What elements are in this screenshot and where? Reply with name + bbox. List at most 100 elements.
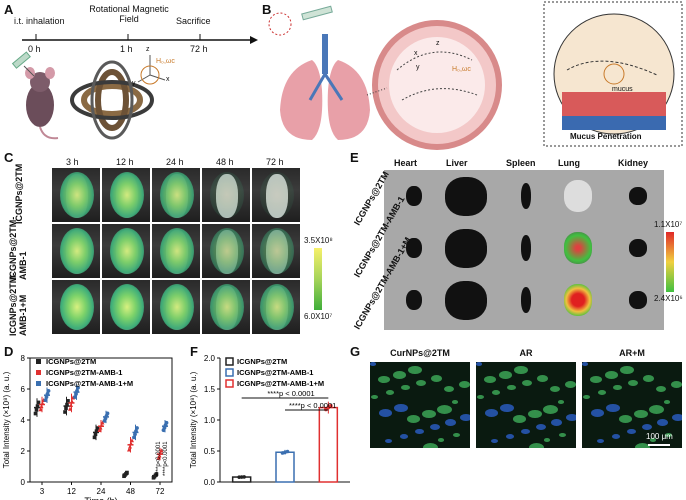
tick-0h: 0 h — [28, 44, 41, 54]
micro-title: AR+M — [619, 348, 645, 358]
y-tick-label: 2.0 — [204, 354, 216, 363]
cell — [605, 371, 618, 379]
cell — [506, 434, 514, 439]
fluorescence-blob — [260, 172, 294, 218]
data-point — [64, 406, 68, 411]
y-axis-label: Total Intensity (×10⁸) (a. u.) — [2, 371, 11, 468]
cell — [543, 405, 558, 414]
timeline — [11, 34, 258, 140]
cell — [393, 371, 406, 379]
data-point — [63, 410, 67, 414]
cell — [551, 419, 562, 426]
mouse-image — [152, 224, 200, 278]
data-point — [36, 400, 41, 405]
mouse-image — [52, 224, 100, 278]
data-point — [128, 444, 132, 449]
magnetic-coils — [70, 60, 154, 140]
mouse-image — [202, 224, 250, 278]
y-axis-label: Total Intensity (×10⁸) (a. u.) — [189, 371, 198, 468]
cell — [513, 415, 526, 423]
cell — [460, 414, 470, 422]
organ-label: Liver — [446, 158, 468, 168]
mouse-image — [52, 280, 100, 334]
organ-label: Heart — [394, 158, 418, 168]
cell — [521, 429, 530, 435]
scalebar-label: 100 μm — [646, 432, 673, 441]
data-point — [45, 392, 50, 396]
mouse-body — [216, 174, 238, 218]
axis-y-b: y — [416, 64, 420, 71]
cell — [438, 438, 444, 442]
cell — [598, 390, 606, 395]
event-field: Rotational Magnetic Field — [89, 4, 169, 24]
time-label: 48 h — [216, 157, 234, 167]
data-point — [39, 404, 44, 409]
time-label: 24 h — [166, 157, 184, 167]
organ-image — [445, 228, 487, 268]
cell — [634, 410, 648, 419]
fluorescence-blob — [260, 228, 294, 274]
data-point — [97, 427, 102, 432]
panel-label-a: A — [4, 2, 14, 17]
cell — [537, 375, 548, 382]
cell — [394, 404, 408, 413]
organ-image — [628, 186, 648, 206]
fluorescence-blob — [110, 228, 144, 274]
panel-label-e: E — [350, 150, 359, 165]
cell — [664, 400, 670, 404]
cell — [407, 415, 420, 423]
data-point — [158, 450, 163, 455]
fluorescence-blob — [160, 284, 194, 330]
colorbar-c — [314, 248, 322, 310]
x-tick-label: 3 — [40, 487, 45, 496]
cell — [619, 415, 632, 423]
fluorescence-blob — [160, 228, 194, 274]
mouse-body — [266, 174, 288, 218]
y-tick-label: 2 — [21, 447, 26, 456]
cell — [583, 395, 590, 400]
cell — [499, 371, 512, 379]
mouse-image — [102, 168, 150, 222]
micro-title: CurNPs@2TM — [390, 348, 450, 358]
data-point — [105, 411, 110, 416]
axis-z-b: z — [436, 40, 440, 47]
cell — [642, 424, 652, 430]
inset-title: Mucus Penetration — [570, 132, 642, 141]
organ-label: Lung — [558, 158, 580, 168]
fluorescence-blob — [260, 284, 294, 330]
data-point — [135, 426, 139, 430]
data-point — [154, 472, 159, 476]
cell — [453, 433, 460, 438]
cell — [378, 376, 390, 384]
tick-72h: 72 h — [190, 44, 208, 54]
significance-label: ****p<0.0001 — [163, 441, 169, 476]
cell — [437, 405, 452, 414]
micrograph — [476, 362, 576, 448]
data-point — [130, 438, 134, 443]
data-point — [125, 470, 129, 475]
cell — [431, 375, 442, 382]
legend-label: ICGNPs@2TM-AMB-1+M — [237, 379, 324, 388]
y-tick-label: 0.5 — [204, 447, 216, 456]
cell — [514, 366, 528, 375]
time-label: 12 h — [116, 157, 134, 167]
time-label: 3 h — [66, 157, 79, 167]
mucus-label: mucus — [612, 86, 633, 93]
cell — [627, 429, 636, 435]
organ-image — [406, 289, 422, 311]
data-point — [133, 432, 137, 437]
data-point — [44, 395, 49, 399]
cell — [613, 385, 622, 391]
panel-c-grid — [52, 168, 307, 344]
mouse-image — [152, 168, 200, 222]
data-point — [40, 401, 45, 406]
chart-d: 02468312244872Time (h)Total Intensity (×… — [2, 354, 173, 500]
cell — [484, 376, 496, 384]
cell — [591, 409, 604, 417]
data-point — [134, 429, 138, 434]
tick-1h: 1 h — [120, 44, 133, 54]
data-point — [132, 435, 136, 440]
cell — [558, 400, 564, 404]
fluorescence-blob — [210, 228, 244, 274]
